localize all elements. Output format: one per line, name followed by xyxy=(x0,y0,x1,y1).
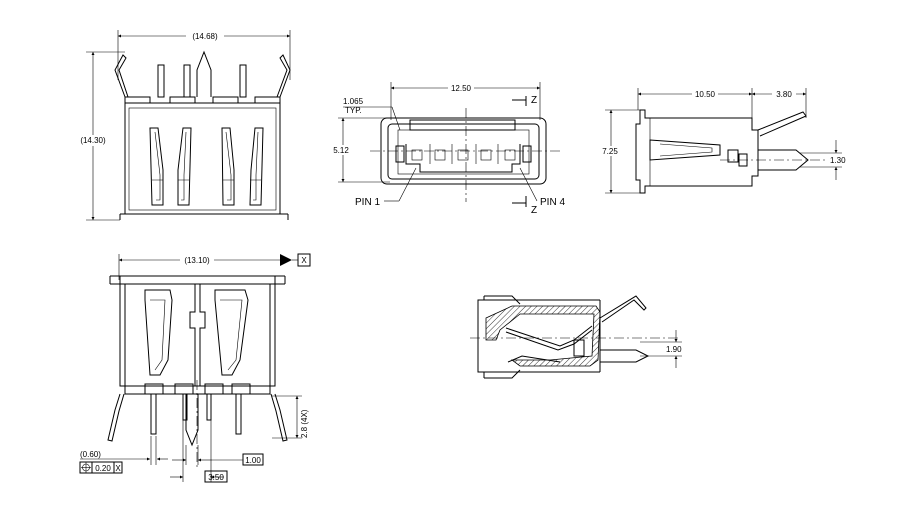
dim-bottom-offset: (0.60) xyxy=(80,450,101,459)
dim-top-left-width: (14.68) xyxy=(192,32,218,41)
side-view: 10.50 3.80 7.25 1.30 xyxy=(598,88,846,194)
dim-front-width: 12.50 xyxy=(451,84,472,93)
dim-front-height: 5.12 xyxy=(333,146,349,155)
dim-front-typ: TYP. xyxy=(345,106,362,115)
datum-x-label: X xyxy=(301,256,307,265)
pin-4-label: PIN 4 xyxy=(540,197,565,208)
dim-bottom-width: (13.10) xyxy=(184,256,210,265)
section-view: 1.90 xyxy=(470,295,682,379)
bottom-left-view: (13.10) X xyxy=(79,253,311,483)
dim-side-tail: 3.80 xyxy=(776,90,792,99)
section-mark-top: Z xyxy=(531,95,537,106)
tolerance-value: 0.20 xyxy=(95,464,111,473)
front-contacts xyxy=(405,144,521,173)
dim-top-left-height: (14.30) xyxy=(80,136,106,145)
top-left-view: (14.68) (14.30) xyxy=(74,30,291,221)
dim-side-pin: 1.30 xyxy=(830,156,846,165)
pin-1-label: PIN 1 xyxy=(355,197,380,208)
dim-section-height: 1.90 xyxy=(666,345,682,354)
position-tolerance-frame: 0.20 X xyxy=(79,461,123,474)
dim-pin-pitch-large: 3.50 xyxy=(208,473,224,482)
dim-side-height: 7.25 xyxy=(602,147,618,156)
dim-side-length: 10.50 xyxy=(695,90,716,99)
tolerance-datum: X xyxy=(115,464,121,473)
dim-pin-pitch-small: 1.00 xyxy=(245,456,261,465)
dim-bottom-pin-len: 2.8 (4X) xyxy=(300,409,309,438)
front-view: 12.50 1.065 TYP. 5.12 Z Z xyxy=(330,82,565,216)
dim-front-pitch: 1.065 xyxy=(343,97,364,106)
section-mark-bottom: Z xyxy=(531,205,537,216)
